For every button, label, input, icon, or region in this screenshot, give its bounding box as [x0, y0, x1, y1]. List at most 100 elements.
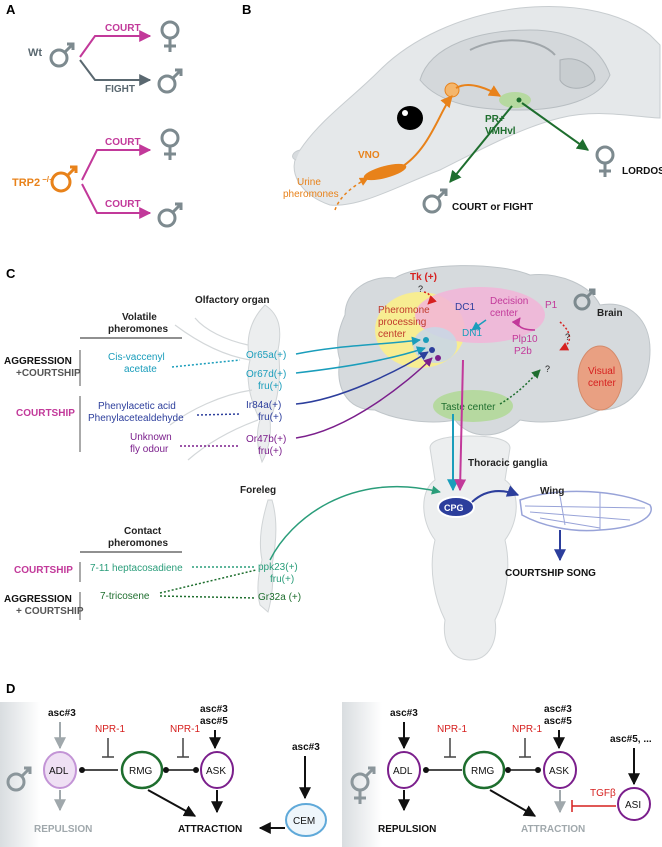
right-tgfb-inhibit [571, 800, 616, 812]
contact-label-1: Contact [124, 526, 162, 537]
pa-label-1: Phenylacetic acid [98, 401, 176, 412]
left-cem-label: CEM [293, 816, 315, 827]
lordosis-label: LORDOSIS [622, 166, 662, 177]
courtship-song-label: COURTSHIP SONG [505, 568, 596, 579]
cva-label-1: Cis-vaccenyl [108, 352, 165, 363]
right-ask-label: ASK [549, 766, 569, 777]
plus-courtship-label-2: + COURTSHIP [16, 606, 84, 617]
taste-label: Taste center [441, 402, 496, 413]
left-ask-node [200, 751, 234, 789]
question-2: ? [565, 332, 570, 342]
gap-junction-dot [535, 767, 541, 773]
brain-cpg-arrow-magenta [454, 359, 467, 492]
panel-c: C Olfactory organ Volatile pheromones AG… [4, 265, 652, 661]
volatile-label-1: Volatile [122, 312, 157, 323]
or67d-label: Or67d(+) [246, 369, 286, 380]
gap-junction-dot [163, 767, 169, 773]
wing-veins [524, 492, 646, 530]
left-rmg-node [120, 750, 164, 790]
decision-label-1: Decision [490, 296, 528, 307]
tk-arrow [423, 291, 437, 305]
fru-label-4: fru(+) [270, 574, 294, 585]
glomerulus-dot-1 [423, 337, 429, 343]
left-adl-label: ADL [49, 766, 69, 777]
aob-projection-arrow [455, 84, 502, 97]
lordosis-arrow [521, 102, 589, 151]
volatile-label-2: pheromones [108, 324, 168, 335]
court-label-3: COURT [105, 199, 141, 210]
wing-shape [519, 490, 652, 532]
fru-label-2: fru(+) [258, 412, 282, 423]
left-npr1-inhibit-b [177, 738, 189, 758]
left-repulsion-label: REPULSION [34, 824, 92, 835]
or47b-brain-arrow [295, 357, 433, 439]
gap-junction-dot [193, 767, 199, 773]
male-symbol-icon [49, 42, 75, 68]
right-rmg-label: RMG [471, 766, 495, 777]
right-asi-asc-label: asc#5, ... [610, 734, 652, 745]
wing-label: Wing [540, 486, 564, 497]
trp2-label: TRP2−/− [12, 175, 54, 189]
right-repulsion-label: REPULSION [378, 824, 436, 835]
urine-label-2: pheromones [283, 189, 339, 200]
or47b-label: Or47b(+) [246, 434, 286, 445]
vmhvl-dot [516, 97, 522, 103]
brain-fold [469, 39, 556, 56]
male-symbol-icon [157, 68, 183, 94]
thoracic-label: Thoracic ganglia [468, 458, 548, 469]
left-rmg-attraction-arrow [147, 789, 197, 817]
court-or-fight-label: COURT or FIGHT [452, 202, 533, 213]
fight-arrow [79, 59, 152, 86]
foreleg-shape [257, 499, 277, 613]
panel-a: A Wt COURT FIGHT TRP2−/− COURT COURT [6, 2, 183, 228]
right-npr1-b: NPR-1 [512, 724, 542, 735]
ir84a-label: Ir84a(+) [246, 400, 281, 411]
right-asc3-label: asc#3 [390, 708, 418, 719]
vno-organ [363, 163, 407, 181]
cerebellum [559, 58, 596, 89]
left-cem-asc-label: asc#3 [292, 742, 320, 753]
cpg-node [437, 496, 475, 518]
question-3: ? [545, 364, 550, 374]
court-arrow-3 [81, 183, 152, 219]
fru-label-3: fru(+) [258, 446, 282, 457]
panel-d: D asc#3 ADL REPULSION NPR-1 RMG NPR-1 as… [0, 681, 652, 847]
gr32a-label: Gr32a (+) [258, 592, 301, 603]
right-adl-label: ADL [393, 766, 413, 777]
right-asi-node [617, 787, 651, 821]
left-asc5-label: asc#5 [200, 716, 228, 727]
unknown-label-1: Unknown [130, 432, 172, 443]
or65a-label: Or65a(+) [246, 350, 286, 361]
right-asi-label: ASI [625, 800, 641, 811]
p1-plp10-arrow [511, 317, 536, 331]
vno-projection-arrow [399, 95, 453, 169]
unknown-label-2: fly odour [130, 444, 169, 455]
female-symbol-icon [595, 145, 615, 177]
courtship-label: COURTSHIP [16, 408, 75, 419]
tricosene-dotted-lines [159, 569, 257, 599]
male-symbol-icon [6, 766, 32, 792]
left-npr1-b: NPR-1 [170, 724, 200, 735]
p1-label: P1 [545, 300, 558, 311]
olfactory-organ-label: Olfactory organ [195, 295, 269, 306]
urine-pheromone-arrow [334, 177, 369, 211]
glomerulus-dot-3 [435, 355, 441, 361]
male-symbol-icon [157, 202, 183, 228]
female-symbol-icon [160, 128, 180, 160]
right-asc5-label: asc#5 [544, 716, 572, 727]
left-cem-node [285, 803, 327, 837]
pher-center-label-2: processing [378, 317, 426, 328]
pher-center-label-3: center [378, 329, 406, 340]
or67d-brain-arrow [295, 346, 426, 374]
fru-label-1: fru(+) [258, 381, 282, 392]
dc1-dn1-arrow [471, 319, 487, 331]
taste-decision-arrow [499, 369, 541, 405]
p2b-label: P2b [514, 346, 532, 357]
cva-label-2: acetate [124, 364, 157, 375]
wt-label: Wt [28, 47, 42, 59]
court-arrow-2 [81, 144, 152, 181]
panel-label-c: C [6, 266, 16, 281]
left-asc3b-label: asc#3 [200, 704, 228, 715]
visual-p1-arrow [559, 321, 571, 351]
pr-label: PR+ [485, 114, 505, 125]
